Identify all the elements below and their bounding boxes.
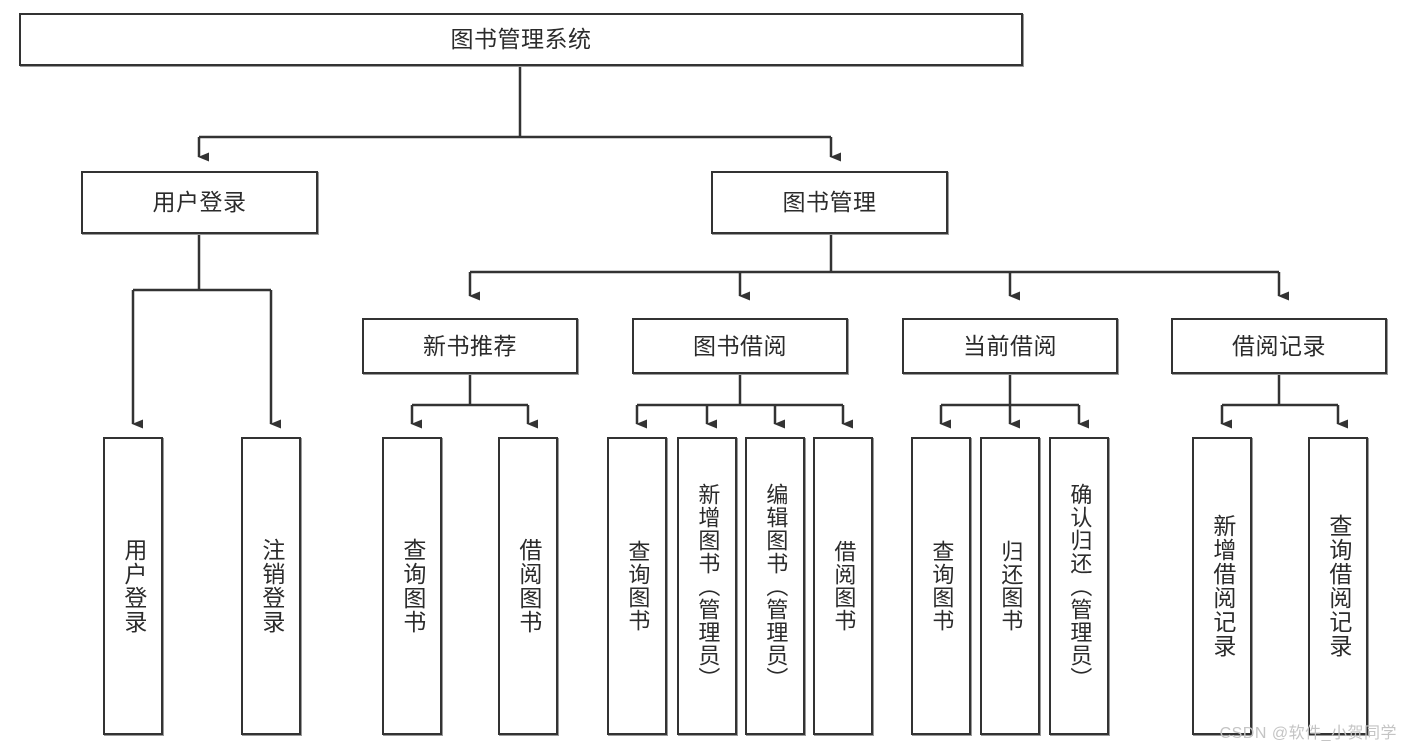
- node-label: 注销登录: [258, 538, 285, 634]
- node-label: 图书借阅: [693, 332, 787, 359]
- node-label: 图书管理: [782, 189, 877, 216]
- node-user-login[interactable]: 用户登录: [81, 171, 318, 234]
- leaf-book-borrow-add-book-admin[interactable]: 新增图书（管理员）: [677, 437, 737, 735]
- node-book-management[interactable]: 图书管理: [711, 171, 948, 234]
- node-label: 查询图书: [399, 538, 426, 634]
- leaf-user-login-login[interactable]: 用户登录: [103, 437, 163, 735]
- node-current-borrow[interactable]: 当前借阅: [902, 318, 1118, 374]
- leaf-current-borrow-return-book[interactable]: 归还图书: [980, 437, 1040, 735]
- csdn-watermark: CSDN @软件_小贺同学: [1219, 725, 1397, 742]
- node-borrow-record[interactable]: 借阅记录: [1171, 318, 1387, 374]
- leaf-current-borrow-query-book[interactable]: 查询图书: [911, 437, 971, 735]
- leaf-new-book-query-book[interactable]: 查询图书: [382, 437, 442, 735]
- node-label: 新书推荐: [423, 332, 517, 359]
- node-label: 确认归还（管理员）: [1067, 482, 1093, 690]
- node-label: 图书管理系统: [450, 26, 592, 53]
- node-label: 借阅图书: [831, 540, 857, 632]
- node-label: 查询图书: [929, 540, 955, 632]
- node-label: 用户登录: [120, 538, 147, 634]
- leaf-user-login-logout[interactable]: 注销登录: [241, 437, 301, 735]
- leaf-book-borrow-edit-book-admin[interactable]: 编辑图书（管理员）: [745, 437, 805, 735]
- leaf-book-borrow-borrow-book[interactable]: 借阅图书: [813, 437, 873, 735]
- node-label: 当前借阅: [963, 332, 1057, 359]
- leaf-book-borrow-query-book[interactable]: 查询图书: [607, 437, 667, 735]
- node-label: 用户登录: [152, 189, 247, 216]
- leaf-borrow-record-query-record[interactable]: 查询借阅记录: [1308, 437, 1368, 735]
- node-new-book-recommend[interactable]: 新书推荐: [362, 318, 578, 374]
- node-label: 新增借阅记录: [1209, 514, 1236, 658]
- leaf-current-borrow-confirm-return-admin[interactable]: 确认归还（管理员）: [1049, 437, 1109, 735]
- node-label: 新增图书（管理员）: [695, 482, 721, 690]
- node-label: 查询借阅记录: [1325, 514, 1352, 658]
- node-label: 查询图书: [625, 540, 651, 632]
- leaf-new-book-borrow-book[interactable]: 借阅图书: [498, 437, 558, 735]
- node-label: 借阅图书: [515, 538, 542, 634]
- node-book-borrow[interactable]: 图书借阅: [632, 318, 848, 374]
- node-label: 归还图书: [998, 540, 1024, 632]
- node-label: 借阅记录: [1232, 332, 1326, 359]
- node-root-book-management-system[interactable]: 图书管理系统: [19, 13, 1023, 66]
- node-label: 编辑图书（管理员）: [763, 482, 789, 690]
- leaf-borrow-record-add-record[interactable]: 新增借阅记录: [1192, 437, 1252, 735]
